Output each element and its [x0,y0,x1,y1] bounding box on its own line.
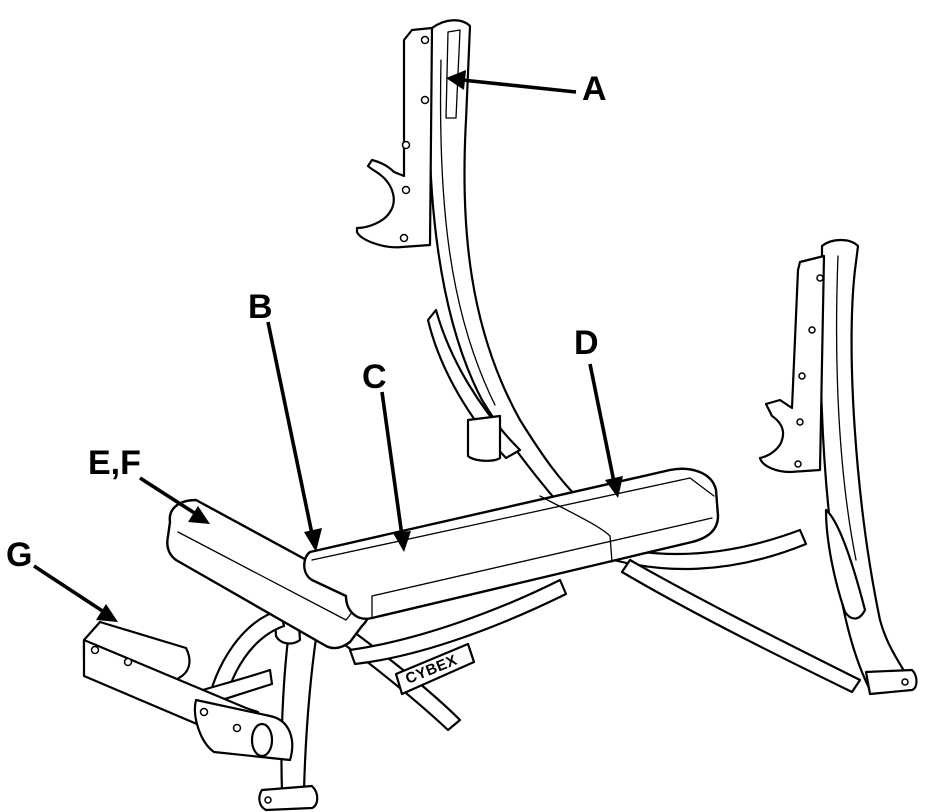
bolt-icon [794,460,802,468]
bolt-icon [401,140,411,150]
callout-label-a: A [582,70,607,108]
callout-line-d [588,363,616,483]
bolt-icon [199,707,209,717]
seat-pad [166,498,371,650]
bolt-icon [816,274,824,282]
bolt-icon [901,678,909,686]
base-frame: CYBEX [168,528,862,812]
callout-line-a [461,78,577,94]
callout-label-ef: E,F [88,444,141,482]
callout-label-d: D [574,324,599,362]
callout-label-c: C [362,358,387,396]
callout-arrows [33,70,623,622]
bolt-icon [420,95,430,105]
right-upright [758,238,918,696]
bolt-icon [399,233,409,243]
bolt-icon [123,657,133,667]
callout-line-c [380,391,404,537]
callout-labels: A B C D E,F G [6,70,607,574]
bolt-icon [808,326,816,334]
callout-label-b: B [248,288,273,326]
bolt-icon [401,185,411,195]
bolt-icon [796,418,804,426]
callout-line-ef [139,476,197,516]
back-pad [303,467,720,620]
arrowhead-ef [188,506,210,524]
bolt-icon [232,723,242,733]
left-upright [355,19,582,507]
bolt-icon [264,796,272,804]
bolt-icon [420,35,430,45]
arrowhead-d [605,476,623,498]
arrowhead-b [304,528,322,552]
arrowhead-a [446,70,466,90]
arrowhead-g [96,604,118,622]
callout-line-b [266,321,314,535]
callout-line-g [33,564,105,614]
bolt-icon [90,645,100,655]
arrowhead-c [393,531,411,552]
foot-roller-assembly [82,620,294,762]
cybex-logo: CYBEX [403,652,460,688]
callout-label-g: G [6,536,32,574]
bolt-icon [798,372,806,380]
